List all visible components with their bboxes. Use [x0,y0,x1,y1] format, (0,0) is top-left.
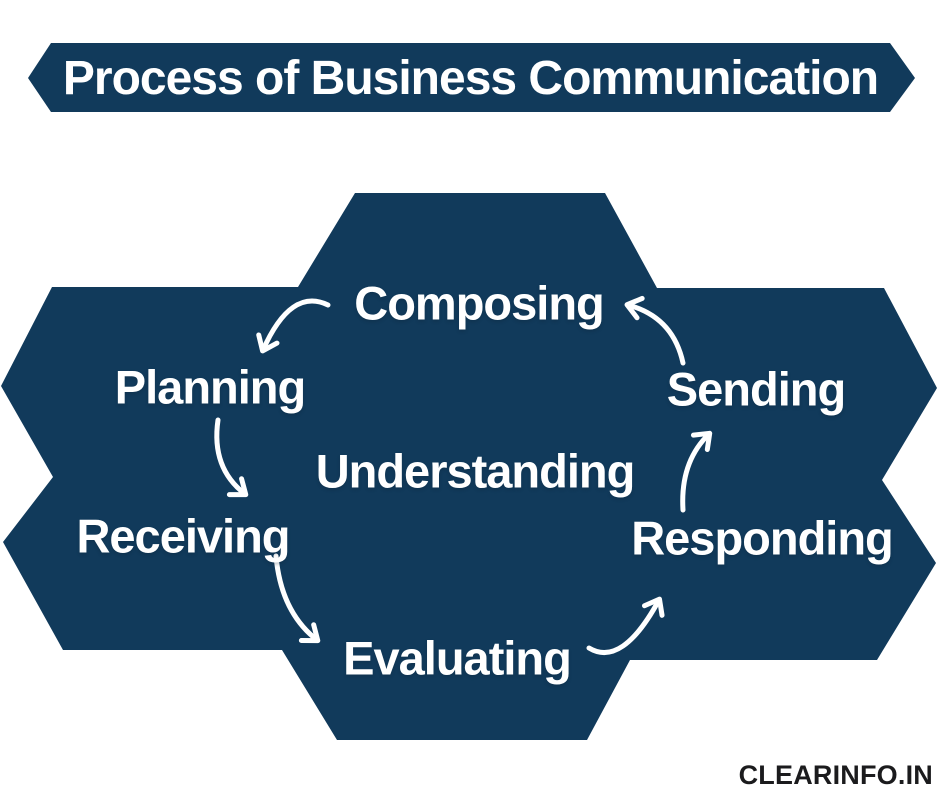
watermark: CLEARINFO.IN [738,760,933,790]
node-label-understanding: Understanding [315,444,636,498]
node-label-responding: Responding [631,511,894,565]
flow-arrow-receiving-evaluating [273,553,321,644]
page-title: Process of Business Communication [62,51,879,105]
node-label-planning: Planning [114,360,306,414]
flow-arrow-composing-planning [256,298,331,354]
flow-arrow-planning-receiving [214,417,249,498]
node-label-composing: Composing [354,276,604,330]
title-banner-shape [28,43,915,112]
flow-arrow-responding-sending [680,430,713,513]
node-label-sending: Sending [666,362,846,416]
node-label-evaluating: Evaluating [343,631,572,685]
flow-arrows [214,295,713,655]
flow-arrow-evaluating-responding [586,596,665,655]
flow-arrow-sending-composing [624,295,686,366]
process-cluster-shape [1,193,937,740]
node-label-receiving: Receiving [76,509,290,563]
